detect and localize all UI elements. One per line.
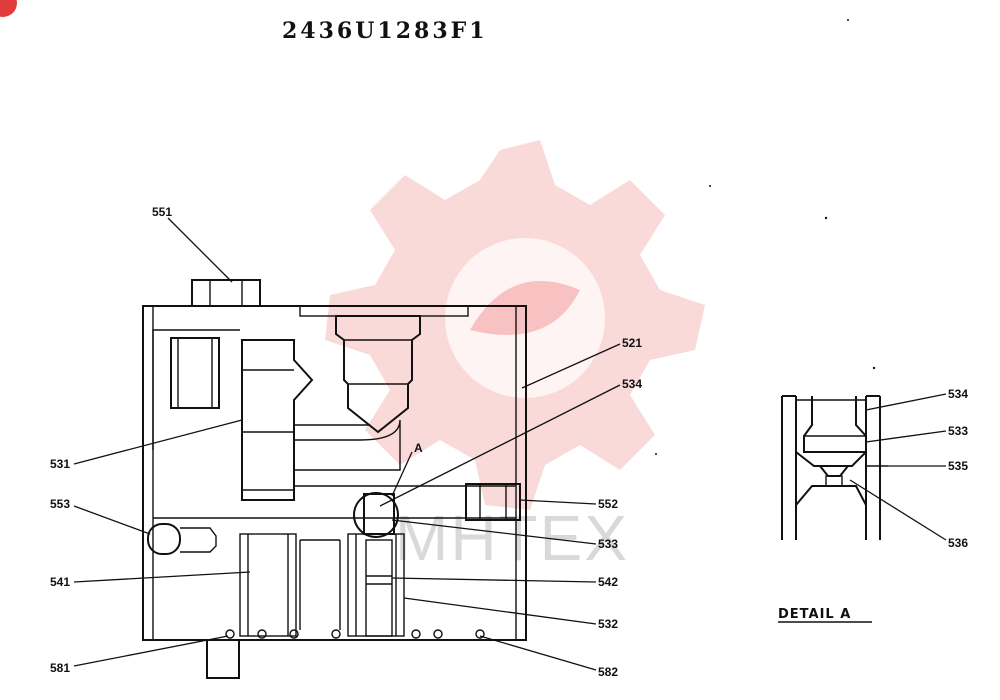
drawing-title: 2436U1283F1 [282, 18, 488, 44]
callout-582: 582 [598, 665, 618, 679]
callout-531: 531 [50, 457, 70, 471]
callout-541: 541 [50, 575, 70, 589]
detail-a-label: DETAIL A [778, 607, 851, 622]
callout-581: 581 [50, 661, 70, 675]
callout-551: 551 [152, 205, 172, 219]
detail-marker: A [414, 441, 423, 455]
callout-534: 534 [622, 377, 642, 391]
callout-532: 532 [598, 617, 618, 631]
main-callouts: 551 521 534 531 553 552 533 541 542 532 … [50, 205, 642, 679]
callout-533: 533 [598, 537, 618, 551]
detail-callouts: 534 533 535 536 [849, 387, 968, 550]
callout-521: 521 [622, 336, 642, 350]
callout-553: 553 [50, 497, 70, 511]
callout-542: 542 [598, 575, 618, 589]
detail-a-drawing [781, 395, 888, 540]
detail-callout-533: 533 [948, 424, 968, 438]
valve-body: A [142, 279, 527, 679]
detail-callout-534: 534 [948, 387, 968, 401]
detail-callout-536: 536 [948, 536, 968, 550]
watermark-text: MHTEX [395, 502, 629, 574]
watermark-logo [325, 140, 705, 510]
corner-badge [0, 0, 17, 17]
callout-552: 552 [598, 497, 618, 511]
detail-callout-535: 535 [948, 459, 968, 473]
